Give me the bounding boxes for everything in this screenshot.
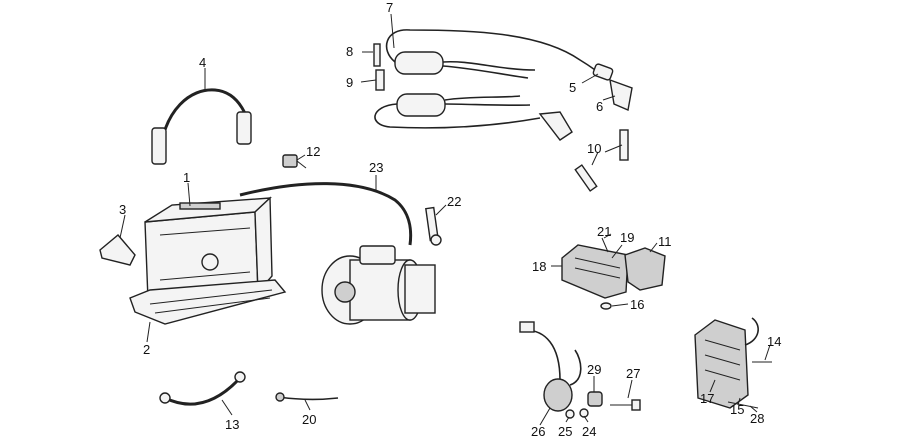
label-5: 5	[569, 80, 576, 95]
label-11: 11	[658, 234, 672, 249]
label-28: 28	[750, 411, 764, 426]
ignition-coil-upper	[385, 29, 599, 79]
label-1: 1	[183, 170, 190, 185]
label-2: 2	[143, 342, 150, 357]
label-6: 6	[596, 99, 603, 114]
label-3: 3	[119, 202, 126, 217]
label-13: 13	[225, 417, 239, 432]
label-19: 19	[620, 230, 634, 245]
label-14: 14	[767, 334, 781, 349]
battery-tray	[129, 279, 287, 325]
label-10: 10	[587, 141, 601, 156]
label-15: 15	[730, 402, 744, 417]
sleeve	[375, 69, 385, 91]
label-29: 29	[587, 362, 601, 377]
label-25: 25	[558, 424, 572, 439]
rectifier	[694, 317, 759, 409]
spark-plug-cap	[592, 63, 633, 111]
label-16: 16	[630, 297, 644, 312]
screw	[373, 43, 381, 67]
small-connector	[282, 154, 307, 169]
label-8: 8	[346, 44, 353, 59]
label-26: 26	[531, 424, 545, 439]
cable-terminal	[425, 206, 442, 246]
screw-28	[727, 401, 759, 409]
connector-block	[624, 247, 666, 291]
leader-lines	[119, 13, 771, 426]
bolt-27	[610, 399, 641, 411]
label-9: 9	[346, 75, 353, 90]
label-22: 22	[447, 194, 461, 209]
washers-24-25	[565, 408, 589, 419]
spark-plug-cap-lower	[538, 111, 573, 141]
label-12: 12	[306, 144, 320, 159]
battery-bracket	[99, 234, 136, 266]
battery-cable	[239, 182, 413, 246]
spark-plugs	[574, 129, 629, 192]
wire-strap	[275, 392, 339, 402]
voltage-regulator	[561, 244, 629, 299]
label-7: 7	[386, 0, 393, 15]
label-17: 17	[700, 391, 714, 406]
ignition-coil-lower	[374, 93, 541, 129]
part-29	[587, 391, 603, 407]
label-24: 24	[582, 424, 596, 439]
label-4: 4	[199, 55, 206, 70]
screw-21	[601, 237, 609, 253]
pickup-sensor	[519, 321, 582, 412]
label-27: 27	[626, 366, 640, 381]
starter-motor	[321, 245, 436, 325]
washer-16	[600, 302, 612, 310]
battery-strap	[151, 88, 252, 165]
label-18: 18	[532, 259, 546, 274]
ground-cable	[164, 376, 242, 406]
battery	[144, 196, 273, 301]
label-21: 21	[597, 224, 611, 239]
label-20: 20	[302, 412, 316, 427]
label-23: 23	[369, 160, 383, 175]
